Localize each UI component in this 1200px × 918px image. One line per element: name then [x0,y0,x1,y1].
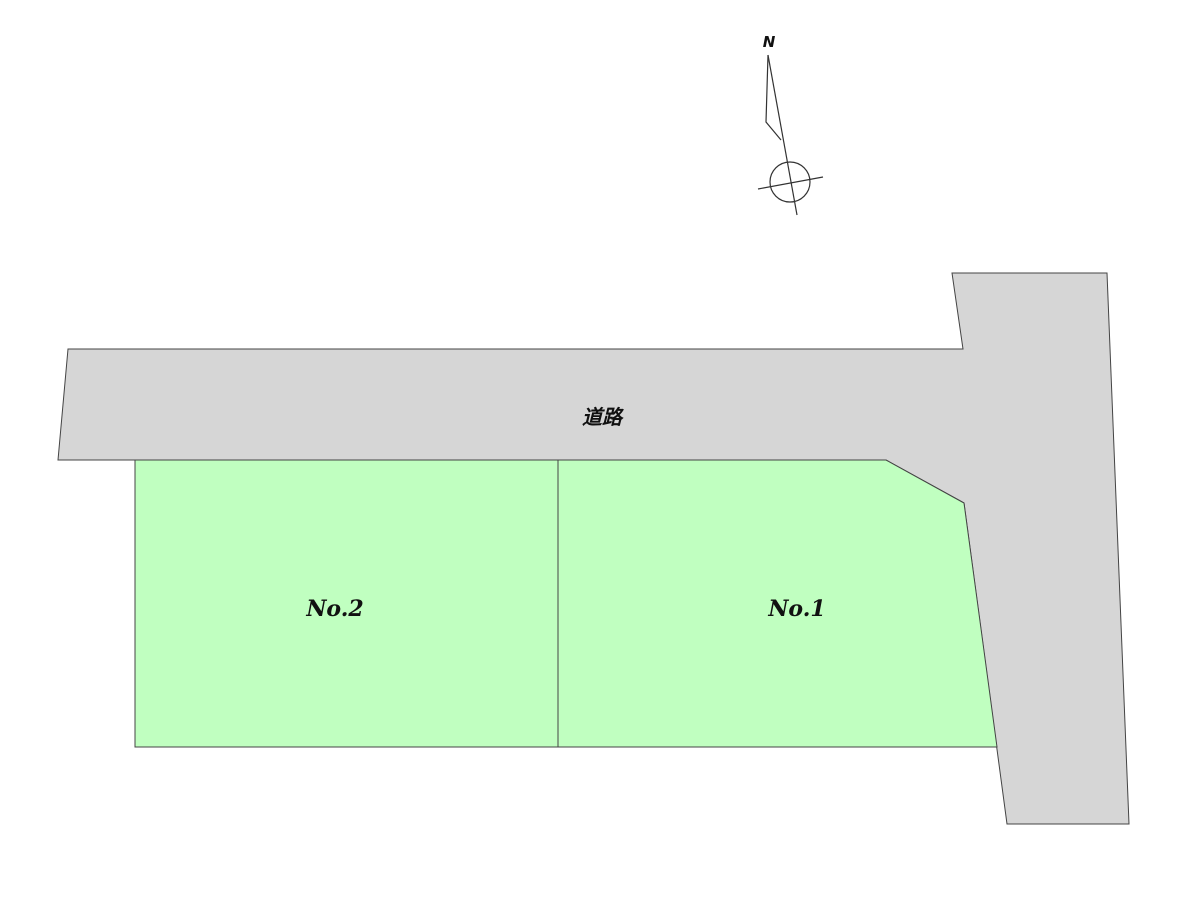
road-label: 道路 [582,405,624,429]
north-arrow-icon [757,54,824,216]
lot-no1 [557,459,998,748]
north-label: N [763,33,776,51]
lot-no2-label: No.2 [305,596,363,622]
lot-no1-label: No.1 [767,596,825,622]
